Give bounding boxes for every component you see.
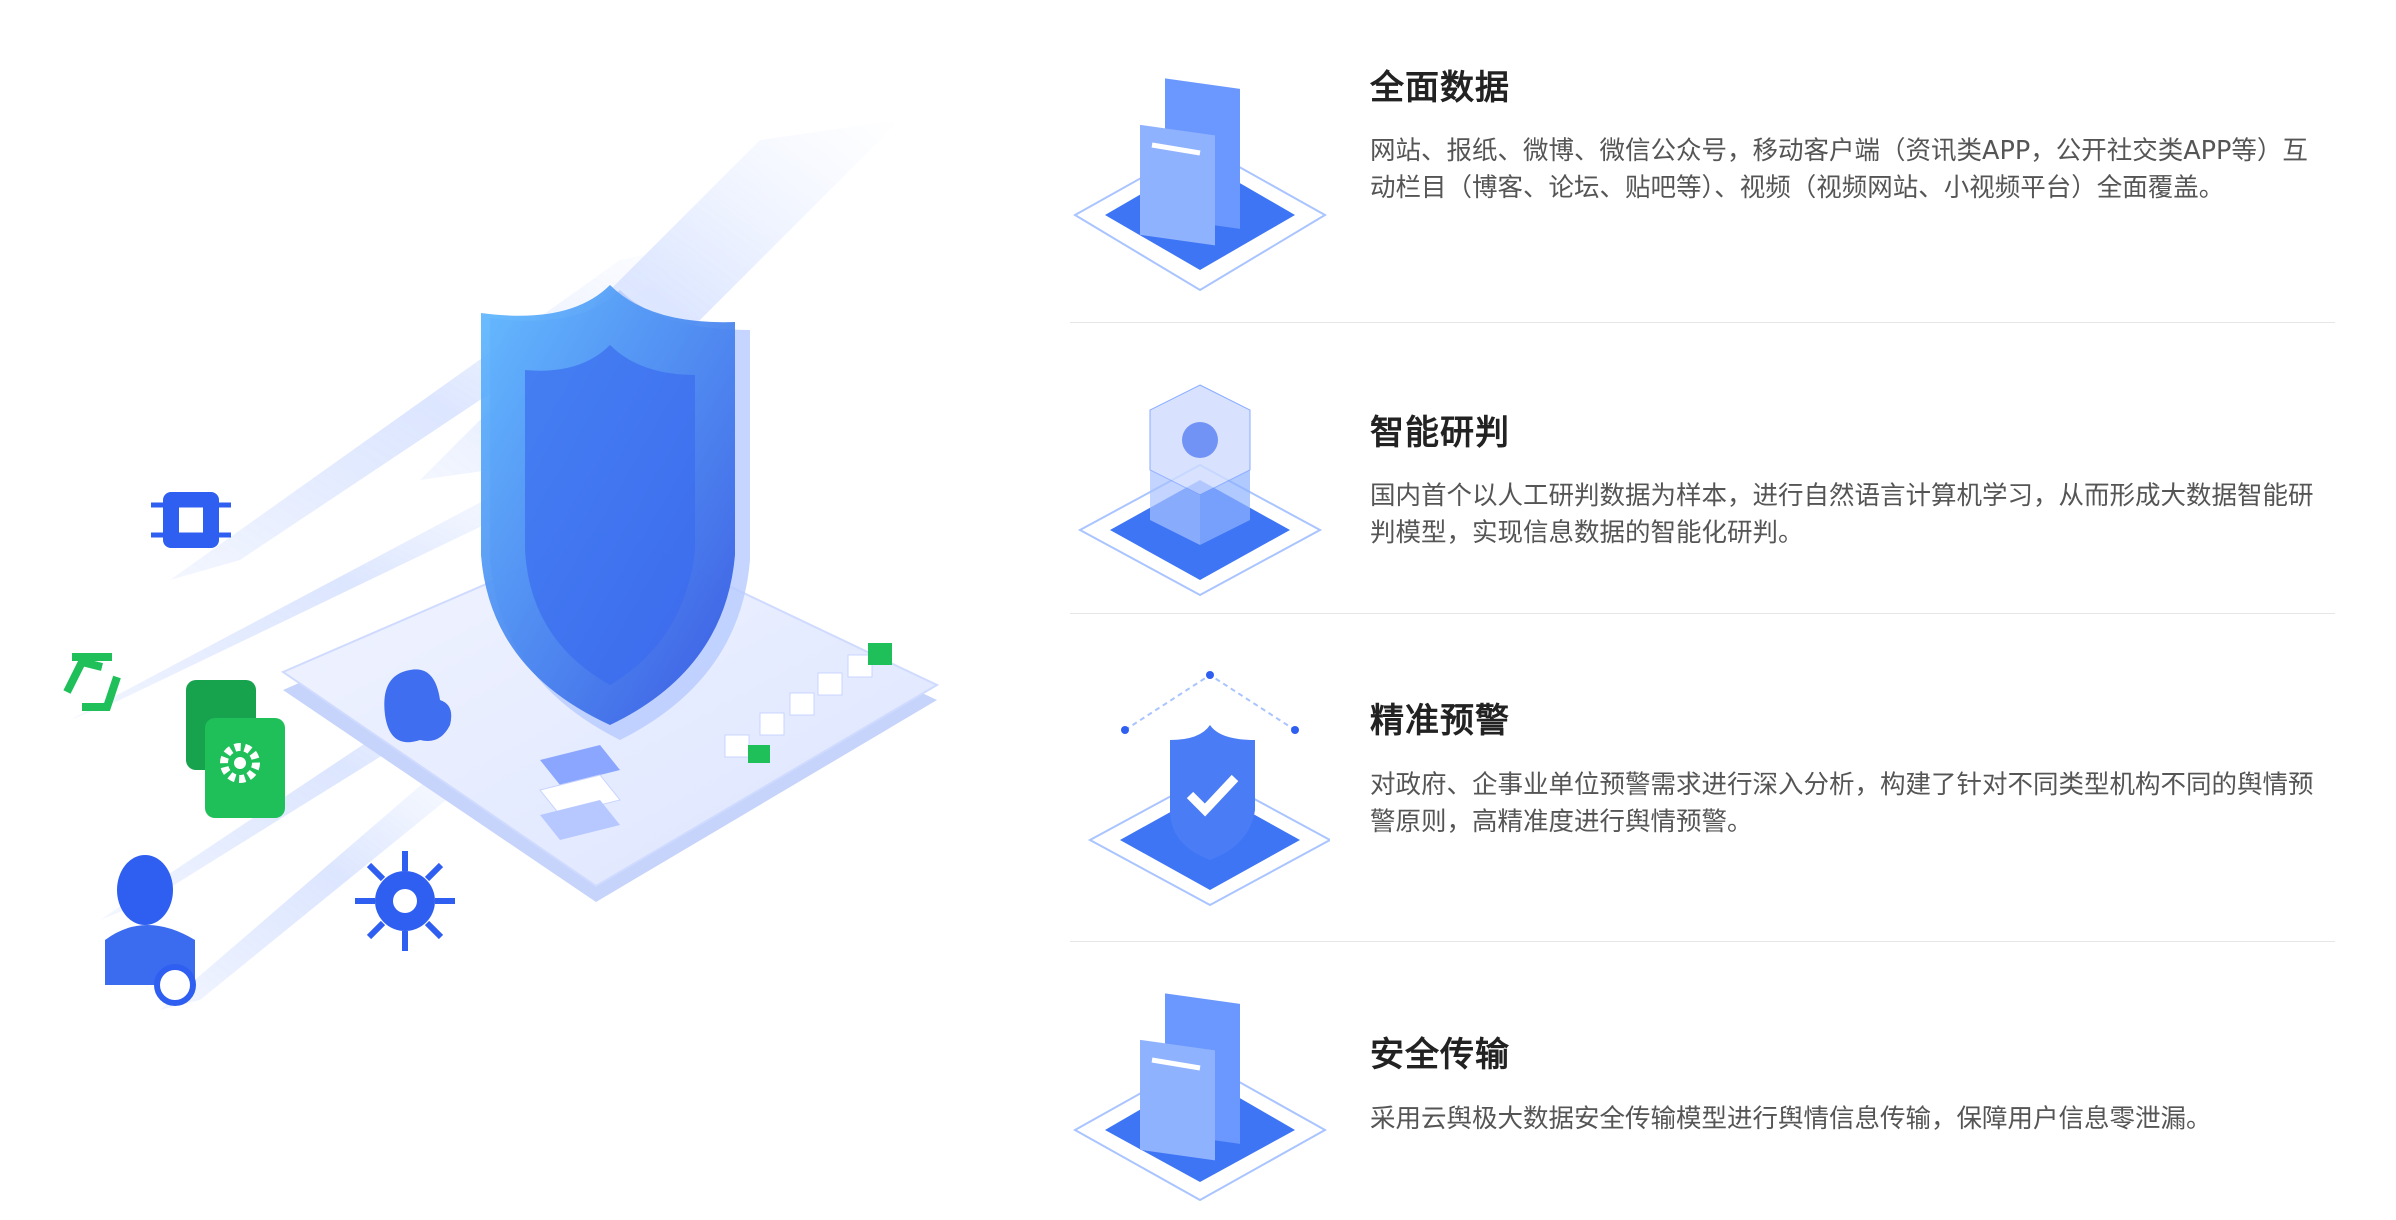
feature-title: 安全传输 (1370, 1035, 1510, 1075)
feature-description: 对政府、企事业单位预警需求进行深入分析，构建了针对不同类型机构不同的舆情预警原则… (1370, 770, 2314, 837)
divider (1070, 613, 2335, 614)
cloud-icon (384, 669, 452, 743)
documents-icon (1072, 993, 1328, 1202)
security-illustration (63, 120, 940, 1010)
feature-description: 国内首个以人工研判数据为样本，进行自然语言计算机学习，从而形成大数据智能研判模型… (1370, 481, 2314, 548)
shield-check-icon (1087, 671, 1330, 907)
feature-precise-warning: 精准预警 对政府、企事业单位预警需求进行深入分析，构建了针对不同类型机构不同的舆… (1070, 655, 2335, 935)
feature-title: 全面数据 (1370, 68, 1510, 108)
feature-secure-transmission: 安全传输 采用云舆极大数据安全传输模型进行舆情信息传输，保障用户信息零泄漏。 (1070, 975, 2335, 1202)
recycle-icon (63, 653, 121, 711)
documents-icon (1073, 78, 1327, 292)
divider (1070, 322, 2335, 323)
cubes-icon (1077, 384, 1323, 597)
feature-intelligent-analysis: 智能研判 国内首个以人工研判数据为样本，进行自然语言计算机学习，从而形成大数据智… (1070, 360, 2335, 610)
feature-title: 精准预警 (1370, 701, 1510, 741)
feature-full-data: 全面数据 网站、报纸、微博、微信公众号，移动客户端（资讯类APP，公开社交类AP… (1070, 30, 2335, 292)
feature-title: 智能研判 (1370, 413, 1510, 453)
feature-description: 采用云舆极大数据安全传输模型进行舆情信息传输，保障用户信息零泄漏。 (1370, 1104, 2212, 1134)
server-stack (539, 745, 621, 840)
shield-graphic (481, 285, 750, 740)
cubes-row (724, 643, 892, 763)
divider (1070, 941, 2335, 942)
virus-icon (355, 851, 455, 951)
feature-description: 网站、报纸、微博、微信公众号，移动客户端（资讯类APP，公开社交类APP等）互动… (1370, 136, 2308, 203)
gear-card-icon (186, 680, 285, 818)
user-icon (105, 855, 196, 1006)
chip-icon (151, 492, 231, 548)
